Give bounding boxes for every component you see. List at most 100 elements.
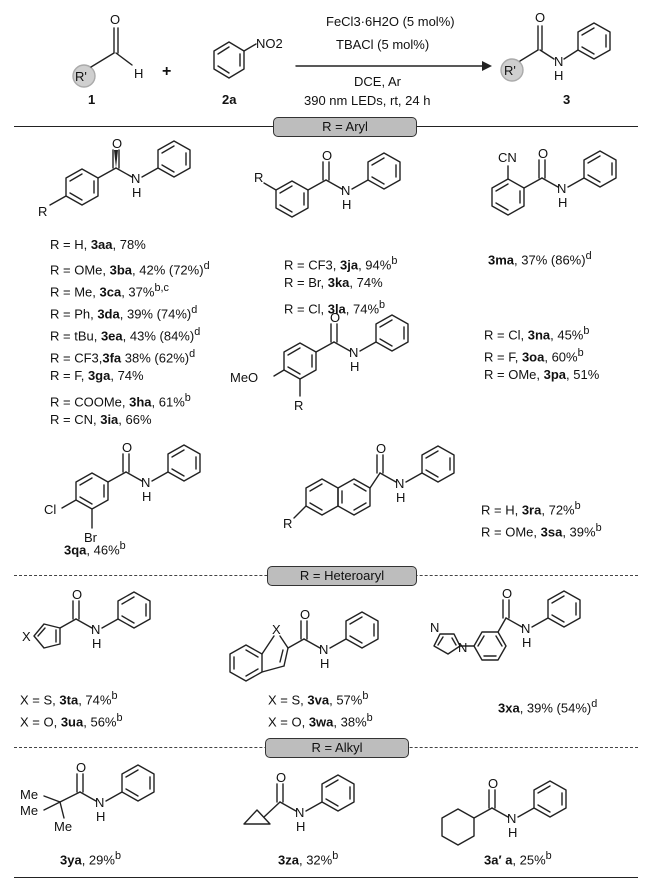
- svg-text:N: N: [507, 811, 516, 826]
- svg-text:N: N: [95, 795, 104, 810]
- reactant-aldehyde-structure: O H R': [72, 12, 143, 88]
- svg-text:N: N: [341, 183, 350, 198]
- svg-text:N: N: [295, 805, 304, 820]
- svg-text:N: N: [458, 640, 467, 655]
- svg-text:O: O: [322, 148, 332, 163]
- section-banner-aryl: R = Aryl: [273, 117, 417, 137]
- list-item: R = OMe, 3sa, 39%b: [481, 522, 602, 540]
- list-item: R = F, 3ga, 74%: [50, 368, 144, 383]
- r-prime-circle: [72, 64, 96, 88]
- svg-text:O: O: [376, 441, 386, 456]
- product-r-label: R': [504, 63, 516, 78]
- list-item: R = F, 3oa, 60%b: [484, 347, 584, 365]
- cyclopropyl-anilide-structure: O N H: [243, 770, 355, 834]
- list-item: X = S, 3va, 57%b: [268, 690, 369, 708]
- section-banner-heteroaryl: R = Heteroaryl: [267, 566, 417, 586]
- svg-text:N: N: [131, 171, 140, 186]
- thienyl-anilide-structure: X O N H: [22, 587, 151, 651]
- condition-additive: TBACl (5 mol%): [336, 37, 430, 52]
- reaction-arrow: [295, 61, 492, 71]
- nitrobenzene-structure: NO2: [213, 36, 283, 79]
- svg-text:H: H: [142, 489, 151, 504]
- condition-solvent: DCE, Ar: [354, 74, 401, 89]
- svg-text:H: H: [508, 825, 517, 840]
- meta-benzanilide-structure: O N H R: [254, 148, 401, 218]
- tert-butyl-yield: 3ya, 29%b: [60, 850, 121, 868]
- product-o-label: O: [535, 10, 545, 25]
- pyrazolyl-yield: 3xa, 39% (54%)d: [498, 698, 598, 716]
- list-item: R = Cl, 3la, 74%b: [284, 299, 386, 317]
- svg-text:O: O: [300, 607, 310, 622]
- list-item: R = H, 3aa, 78%: [50, 237, 146, 252]
- svg-text:O: O: [72, 587, 82, 602]
- svg-text:N: N: [141, 475, 150, 490]
- svg-text:R: R: [294, 398, 303, 413]
- naphthalene-anilide-structure: O N H R: [283, 441, 455, 531]
- list-item: R = CF3,3fa 38% (62%)d: [50, 348, 196, 366]
- list-item: R = H, 3ra, 72%b: [481, 500, 581, 518]
- condition-catalyst: FeCl3·6H2O (5 mol%): [326, 14, 455, 29]
- methyl-label: Me: [20, 787, 38, 802]
- ortho-cyano-benzanilide-structure: CN O N H: [491, 146, 617, 216]
- svg-text:H: H: [522, 635, 531, 650]
- svg-text:N: N: [521, 621, 530, 636]
- r-prime-label: R': [75, 69, 87, 84]
- list-item: R = tBu, 3ea, 43% (84%)d: [50, 326, 201, 344]
- benzothienyl-anilide-structure: X O N H: [229, 607, 379, 682]
- svg-text:MeO: MeO: [230, 370, 258, 385]
- svg-text:O: O: [122, 440, 132, 455]
- svg-text:N: N: [430, 620, 439, 635]
- list-item: R = Br, 3ka, 74%: [284, 275, 383, 290]
- svg-text:H: H: [96, 809, 105, 824]
- product-n-label: N: [554, 54, 563, 69]
- aldehyde-h-label: H: [134, 66, 143, 81]
- svg-text:H: H: [132, 185, 141, 200]
- list-item: R = COOMe, 3ha, 61%b: [50, 392, 191, 410]
- svg-text:N: N: [557, 181, 566, 196]
- list-item: X = O, 3ua, 56%b: [20, 712, 123, 730]
- svg-text:O: O: [330, 310, 340, 325]
- list-item: R = Ph, 3da, 39% (74%)d: [50, 304, 198, 322]
- list-item: R = Cl, 3na, 45%b: [484, 325, 590, 343]
- cyano-label: CN: [498, 150, 517, 165]
- list-item: R = OMe, 3pa, 51%: [484, 367, 600, 382]
- nitro-label: NO2: [256, 36, 283, 51]
- svg-text:R: R: [283, 516, 292, 531]
- ortho-cyano-yield: 3ma, 37% (86%)d: [488, 250, 592, 268]
- chloro-label: Cl: [44, 502, 56, 517]
- svg-text:H: H: [342, 197, 351, 212]
- chloro-bromo-yield: 3qa, 46%b: [64, 540, 126, 558]
- product-amide-structure: O N H R': [500, 10, 611, 83]
- svg-text:H: H: [350, 359, 359, 374]
- methyl-label: Me: [20, 803, 38, 818]
- reactant2-label: 2a: [222, 92, 237, 107]
- svg-text:H: H: [558, 195, 567, 210]
- chloro-bromo-benzanilide-structure: Cl Br O N H: [44, 440, 201, 545]
- reactant1-label: 1: [88, 92, 96, 107]
- cyclopropyl-yield: 3za, 32%b: [278, 850, 339, 868]
- svg-text:N: N: [349, 345, 358, 360]
- svg-text:O: O: [502, 586, 512, 601]
- product-r-circle: [500, 58, 524, 82]
- list-item: R = Me, 3ca, 37%b,c: [50, 282, 169, 300]
- svg-text:N: N: [395, 476, 404, 491]
- condition-light: 390 nm LEDs, rt, 24 h: [304, 93, 431, 108]
- list-item: R = CF3, 3ja, 94%b: [284, 255, 398, 273]
- bottom-divider: [14, 877, 638, 878]
- list-item: R = CN, 3ia, 66%: [50, 412, 152, 427]
- svg-text:N: N: [91, 622, 100, 637]
- product-label: 3: [563, 92, 571, 107]
- svg-text:H: H: [296, 819, 305, 834]
- aldehyde-o-label: O: [110, 12, 120, 27]
- svg-text:R: R: [38, 204, 47, 219]
- svg-text:O: O: [276, 770, 286, 785]
- para-benzanilide-structure: O N H R: [38, 136, 191, 219]
- tert-butyl-anilide-structure: Me Me Me O N H: [20, 760, 155, 834]
- svg-text:O: O: [538, 146, 548, 161]
- svg-text:N: N: [319, 642, 328, 657]
- svg-text:O: O: [76, 760, 86, 775]
- svg-text:O: O: [488, 776, 498, 791]
- list-item: X = O, 3wa, 38%b: [268, 712, 373, 730]
- list-item: X = S, 3ta, 74%b: [20, 690, 118, 708]
- product-h-label: H: [554, 68, 563, 83]
